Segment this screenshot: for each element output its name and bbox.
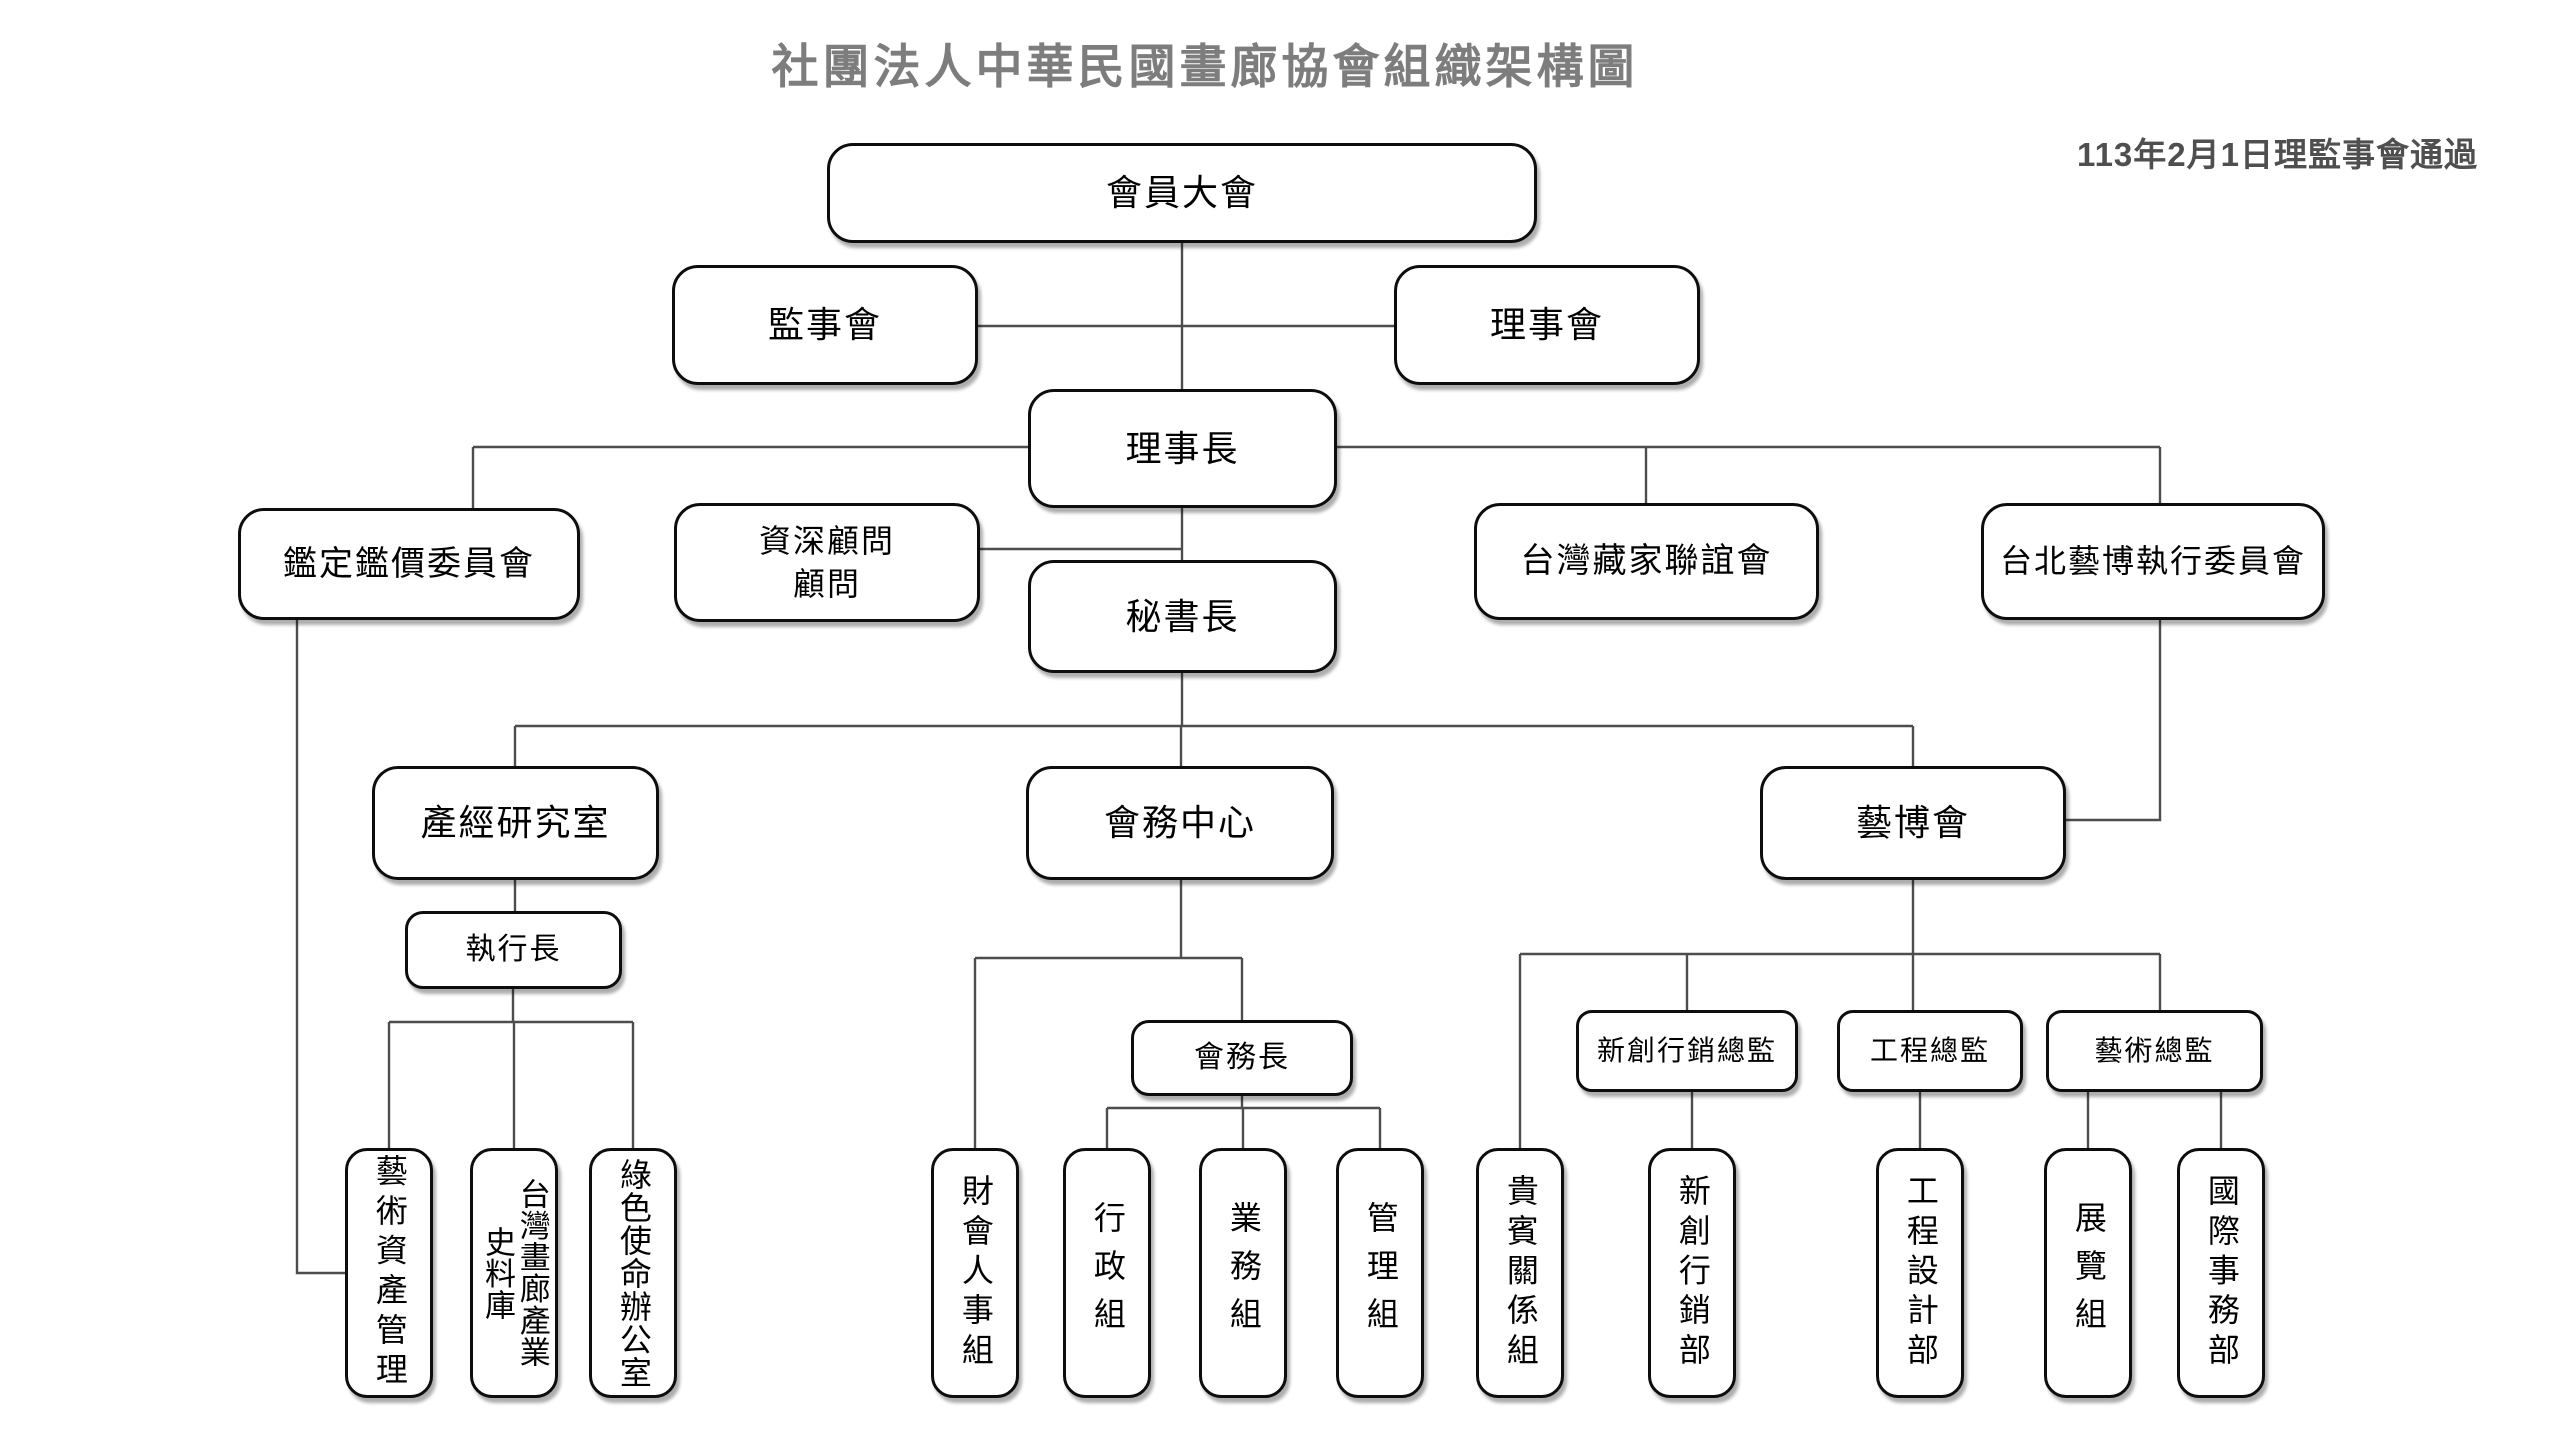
org-node-finance-hr: 財會人事組 bbox=[931, 1148, 1019, 1398]
org-node-marketing-dept: 新創行銷部 bbox=[1648, 1148, 1736, 1398]
org-node-appraisal-committee: 鑑定鑑價委員會 bbox=[238, 508, 580, 620]
org-node-green-mission: 綠色使命辦公室 bbox=[589, 1148, 677, 1398]
page-title: 社團法人中華民國畫廊協會組織架構圖 bbox=[771, 40, 1639, 93]
org-node-vip-relations: 貴賓關係組 bbox=[1476, 1148, 1564, 1398]
org-node-label: 鑑定鑑價委員會 bbox=[283, 544, 535, 583]
org-node-label: 國際事務部 bbox=[2203, 1173, 2240, 1373]
org-node-label: 台灣畫廊產業 史料庫 bbox=[480, 1178, 550, 1368]
org-node-label: 展覽組 bbox=[2070, 1201, 2107, 1345]
org-node-label: 藝術總監 bbox=[2094, 1034, 2215, 1066]
org-node-label: 會員大會 bbox=[1105, 172, 1258, 214]
org-node-label: 貴賓關係組 bbox=[1502, 1173, 1539, 1373]
org-node-engineering-dept: 工程設計部 bbox=[1876, 1148, 1964, 1398]
org-node-ceo: 執行長 bbox=[405, 911, 622, 989]
org-node-label: 執行長 bbox=[465, 933, 562, 967]
org-node-affairs-director: 會務長 bbox=[1131, 1020, 1353, 1096]
org-node-senior-advisors: 資深顧問 顧問 bbox=[674, 503, 980, 622]
org-node-management-group: 管理組 bbox=[1336, 1148, 1424, 1398]
org-node-intl-affairs-dept: 國際事務部 bbox=[2177, 1148, 2265, 1398]
org-node-label: 理事長 bbox=[1125, 427, 1240, 469]
org-node-label: 理事會 bbox=[1489, 304, 1604, 346]
org-node-label: 新創行銷總監 bbox=[1596, 1034, 1777, 1066]
org-node-label: 會務中心 bbox=[1103, 802, 1256, 844]
org-node-label: 工程設計部 bbox=[1902, 1173, 1939, 1373]
org-node-marketing-director: 新創行銷總監 bbox=[1576, 1010, 1798, 1092]
org-node-label: 財會人事組 bbox=[957, 1173, 994, 1373]
org-node-label: 台灣藏家聯誼會 bbox=[1520, 542, 1773, 581]
org-node-business-group: 業務組 bbox=[1199, 1148, 1287, 1398]
org-node-label: 產經研究室 bbox=[420, 802, 611, 844]
org-node-label: 會務長 bbox=[1194, 1041, 1290, 1075]
org-node-label: 監事會 bbox=[767, 304, 882, 346]
org-node-label: 藝術資產管理 bbox=[371, 1153, 408, 1393]
org-node-label: 行政組 bbox=[1089, 1201, 1126, 1345]
org-node-directors: 理事會 bbox=[1394, 265, 1700, 385]
org-node-research-office: 產經研究室 bbox=[372, 766, 659, 880]
org-node-art-expo: 藝博會 bbox=[1760, 766, 2066, 880]
org-node-label: 業務組 bbox=[1225, 1201, 1262, 1345]
org-node-collectors-club: 台灣藏家聯誼會 bbox=[1474, 503, 1819, 620]
org-node-secretary-general: 秘書長 bbox=[1028, 560, 1337, 673]
org-node-label: 工程總監 bbox=[1869, 1034, 1990, 1066]
org-node-affairs-center: 會務中心 bbox=[1026, 766, 1334, 880]
org-node-industry-archive: 台灣畫廊產業 史料庫 bbox=[470, 1148, 558, 1398]
org-node-taipei-expo-committee: 台北藝博執行委員會 bbox=[1981, 503, 2325, 620]
org-node-label: 綠色使命辦公室 bbox=[615, 1157, 652, 1389]
org-node-label: 資深顧問 顧問 bbox=[758, 523, 895, 602]
org-node-label: 秘書長 bbox=[1125, 595, 1240, 637]
org-node-engineering-director: 工程總監 bbox=[1837, 1010, 2023, 1092]
org-node-label: 台北藝博執行委員會 bbox=[1999, 543, 2306, 580]
org-node-label: 新創行銷部 bbox=[1674, 1173, 1711, 1373]
org-node-member-assembly: 會員大會 bbox=[827, 143, 1537, 243]
org-node-chairman: 理事長 bbox=[1028, 389, 1337, 508]
org-node-art-asset: 藝術資產管理 bbox=[345, 1148, 433, 1398]
org-node-exhibition-group: 展覽組 bbox=[2044, 1148, 2132, 1398]
org-node-label: 藝博會 bbox=[1855, 802, 1970, 844]
approval-note: 113年2月1日理監事會通過 bbox=[2077, 136, 2478, 173]
org-node-supervisors: 監事會 bbox=[672, 265, 978, 385]
org-node-art-director: 藝術總監 bbox=[2046, 1010, 2263, 1092]
org-node-admin-group: 行政組 bbox=[1063, 1148, 1151, 1398]
org-node-label: 管理組 bbox=[1362, 1201, 1399, 1345]
